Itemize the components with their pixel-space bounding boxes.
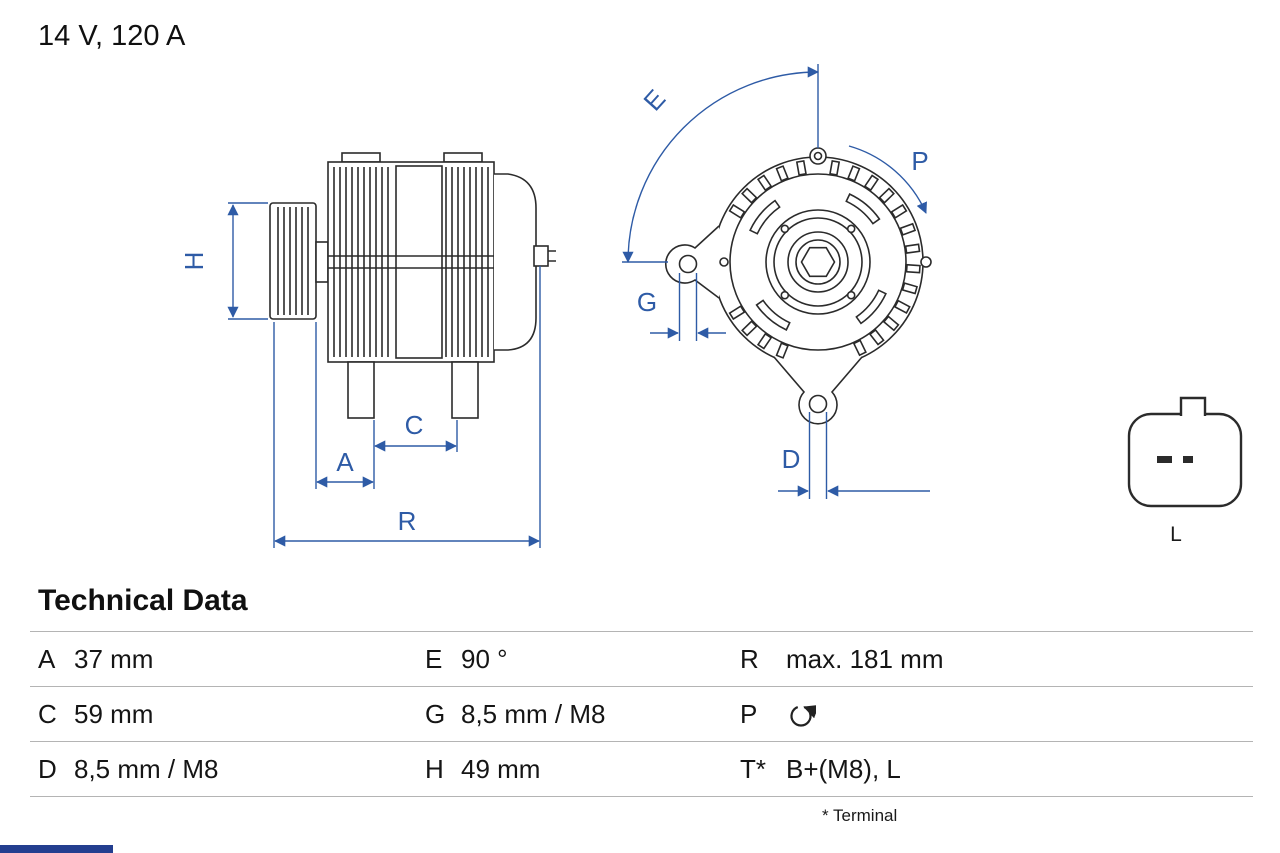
housing-outline (712, 156, 924, 368)
shaft (315, 241, 329, 283)
connector-pin (1157, 456, 1172, 463)
technical-data-section: Technical Data A 37 mm E 90 ° R max. 181… (30, 584, 1253, 826)
rotation-direction-arrow (848, 145, 927, 214)
technical-data-table: A 37 mm E 90 ° R max. 181 mm C 59 mm G 8… (30, 631, 1253, 797)
dim-label-a: A (336, 447, 354, 477)
left-ear-hole (678, 254, 698, 274)
dim-label-c: C (405, 410, 424, 440)
spec-key: D (38, 753, 57, 784)
bottom-mounting-lug (773, 356, 863, 425)
spec-key: R (740, 643, 759, 674)
dimension-lines-side: H A C R (179, 202, 541, 548)
rear-cover (494, 173, 537, 351)
spec-value: 49 mm (461, 753, 541, 784)
alternator-front-view (665, 147, 932, 425)
spec-value: B+(M8), L (786, 753, 901, 784)
dim-label-r: R (398, 506, 417, 536)
dimension-lines-front: E P G D (622, 64, 930, 499)
terminal-stub (533, 245, 549, 267)
technical-drawing: H A C R (179, 64, 1243, 548)
alternator-side-view (269, 152, 556, 419)
dim-label-p: P (911, 146, 928, 176)
spec-value: 37 mm (74, 643, 154, 674)
page-title: 14 V, 120 A (38, 20, 186, 52)
dim-label-e: E (637, 83, 671, 116)
pulley (269, 202, 317, 320)
connector-drawing: L (1127, 396, 1243, 546)
spec-key: E (425, 643, 443, 674)
spec-key: H (425, 753, 444, 784)
mounting-foot (451, 361, 479, 419)
spec-key: C (38, 698, 57, 729)
spec-value: 8,5 mm / M8 (461, 698, 606, 729)
side-stud (920, 256, 932, 268)
mounting-foot (347, 361, 375, 419)
spec-key: T* (740, 753, 766, 784)
table-row: A 37 mm E 90 ° R max. 181 mm (30, 632, 1253, 687)
terminal-footnote: * Terminal (822, 806, 898, 825)
spec-key: G (425, 698, 446, 729)
spec-value: 90 ° (461, 643, 508, 674)
dim-label-d: D (782, 444, 801, 474)
table-row: C 59 mm G 8,5 mm / M8 P (30, 687, 1253, 742)
table-row: D 8,5 mm / M8 H 49 mm T* B+(M8), L (30, 742, 1253, 797)
dim-label-h: H (179, 252, 209, 271)
connector-tab (1179, 396, 1207, 416)
bottom-lug-hole (808, 394, 828, 414)
rotation-ccw-icon (790, 704, 816, 727)
spec-key: P (740, 698, 758, 729)
footer-accent-bar (0, 845, 113, 853)
dim-label-g: G (637, 287, 657, 317)
spec-value (780, 700, 1253, 728)
connector-pin (1183, 456, 1193, 463)
dimension-e-arc (622, 66, 819, 263)
spec-key: A (38, 643, 56, 674)
spec-value: max. 181 mm (786, 643, 944, 674)
connector-label: L (1170, 523, 1182, 546)
spec-value: 59 mm (74, 698, 154, 729)
spec-value: 8,5 mm / M8 (74, 753, 219, 784)
section-title: Technical Data (38, 584, 248, 617)
